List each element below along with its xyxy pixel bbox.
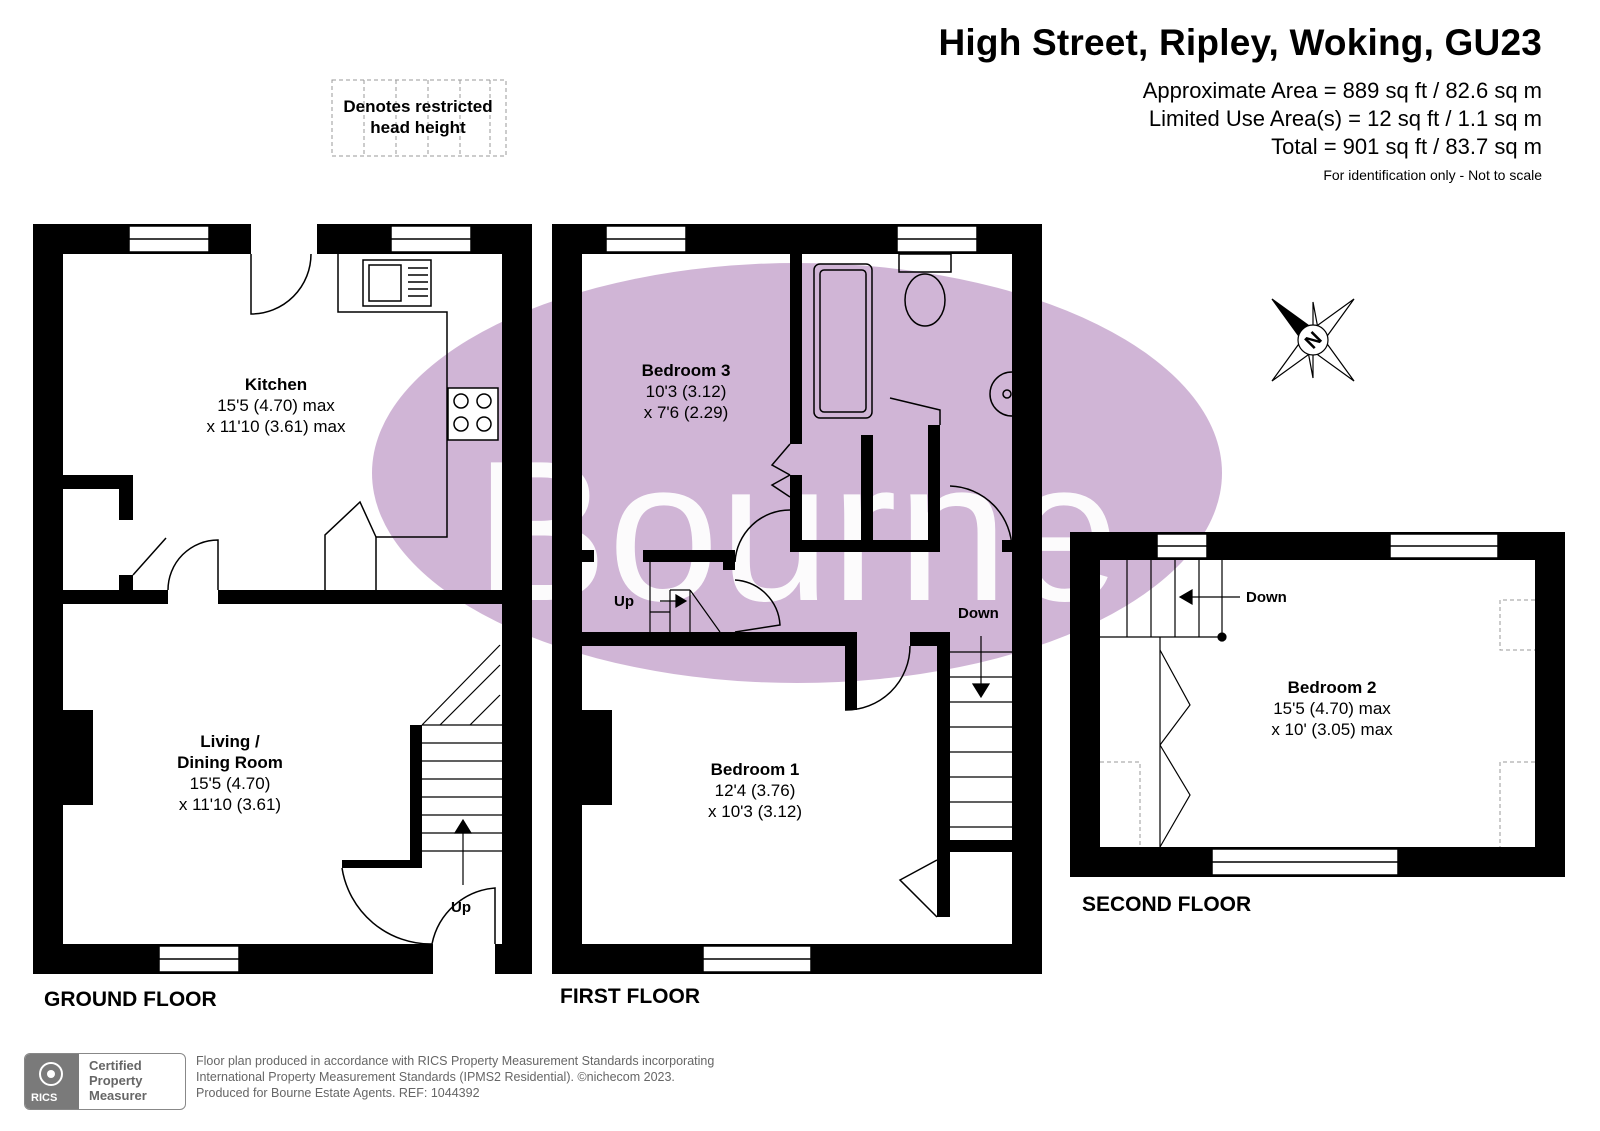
first-floor-windows	[605, 225, 978, 973]
badge-line: Property	[89, 1073, 143, 1088]
room-dimension: x 10'3 (3.12)	[708, 802, 802, 821]
legend-line-2: head height	[370, 118, 466, 137]
compass-rose: N	[1271, 298, 1355, 382]
room-name: Bedroom 2	[1287, 678, 1377, 697]
room-dimension: 15'5 (4.70) max	[1273, 699, 1391, 718]
room-dimension: x 11'10 (3.61)	[178, 795, 282, 814]
badge-line: Certified	[89, 1058, 142, 1073]
limited-use-area: Limited Use Area(s) = 12 sq ft / 1.1 sq …	[1148, 106, 1542, 131]
legend-line-1: Denotes restricted	[343, 97, 493, 116]
room-bedroom-1: Bedroom 1 12'4 (3.76) x 10'3 (3.12)	[708, 759, 802, 822]
approximate-area: Approximate Area = 889 sq ft / 82.6 sq m	[1142, 78, 1542, 103]
room-dimension: x 10' (3.05) max	[1271, 720, 1393, 739]
rics-seal-icon	[39, 1062, 63, 1086]
rics-certified-badge: RICS Certified Property Measurer	[24, 1053, 186, 1110]
second-floor-restricted-height	[1100, 599, 1535, 847]
second-stairs-down-label: Down	[1246, 589, 1287, 606]
room-name: Bedroom 1	[710, 760, 800, 779]
badge-line: Measurer	[89, 1088, 147, 1103]
ground-floor-windows	[128, 225, 472, 973]
property-address-title: High Street, Ripley, Woking, GU23	[938, 22, 1542, 63]
first-stairs-down-label: Down	[958, 605, 999, 622]
first-floor-label: FIRST FLOOR	[560, 985, 700, 1008]
room-name: Living /	[200, 732, 260, 751]
room-bedroom-2: Bedroom 2 15'5 (4.70) max x 10' (3.05) m…	[1271, 677, 1392, 740]
footer-line: Produced for Bourne Estate Agents. REF: …	[196, 1086, 480, 1100]
identification-note: For identification only - Not to scale	[1323, 167, 1542, 183]
room-name: Dining Room	[177, 753, 283, 772]
rics-logo-text: RICS	[31, 1092, 58, 1104]
room-dimension: x 7'6 (2.29)	[643, 403, 729, 422]
room-kitchen: Kitchen 15'5 (4.70) max x 11'10 (3.61) m…	[207, 374, 346, 437]
legend-restricted-height-box	[331, 79, 507, 157]
room-dimension: 12'4 (3.76)	[714, 781, 796, 800]
footer-line: Floor plan produced in accordance with R…	[196, 1054, 715, 1068]
room-name: Bedroom 3	[641, 361, 731, 380]
room-bedroom-3: Bedroom 3 10'3 (3.12) x 7'6 (2.29)	[642, 360, 731, 423]
certified-measurer-text: Certified Property Measurer	[89, 1058, 147, 1103]
ground-stairs-up-label: Up	[451, 899, 471, 916]
footer-disclaimer: Floor plan produced in accordance with R…	[196, 1053, 714, 1101]
room-dimension: 15'5 (4.70) max	[217, 396, 335, 415]
ground-floor-stairs	[421, 644, 502, 885]
legend-restricted-height-label: Denotes restricted head height	[330, 96, 506, 138]
footer-line: International Property Measurement Stand…	[196, 1070, 675, 1084]
ground-floor-plan	[33, 224, 532, 974]
kitchen-units	[132, 253, 499, 945]
room-name: Kitchen	[244, 375, 308, 394]
total-area: Total = 901 sq ft / 83.7 sq m	[1271, 134, 1542, 159]
ground-floor-label: GROUND FLOOR	[44, 988, 217, 1011]
room-dimension: x 11'10 (3.61) max	[206, 417, 346, 436]
second-floor-stairs	[1100, 560, 1240, 848]
room-dimension: 15'5 (4.70)	[189, 774, 271, 793]
first-floor-fixtures	[734, 253, 1013, 918]
rics-seal: RICS	[25, 1054, 79, 1109]
room-dimension: 10'3 (3.12)	[645, 382, 727, 401]
second-floor-plan	[1070, 532, 1565, 877]
second-floor-label: SECOND FLOOR	[1082, 893, 1252, 916]
first-floor-stairs	[649, 562, 1012, 828]
room-living-dining: Living / Dining Room 15'5 (4.70) x 11'10…	[177, 731, 283, 815]
first-stairs-up-label: Up	[614, 593, 634, 610]
second-floor-windows	[1156, 533, 1499, 876]
